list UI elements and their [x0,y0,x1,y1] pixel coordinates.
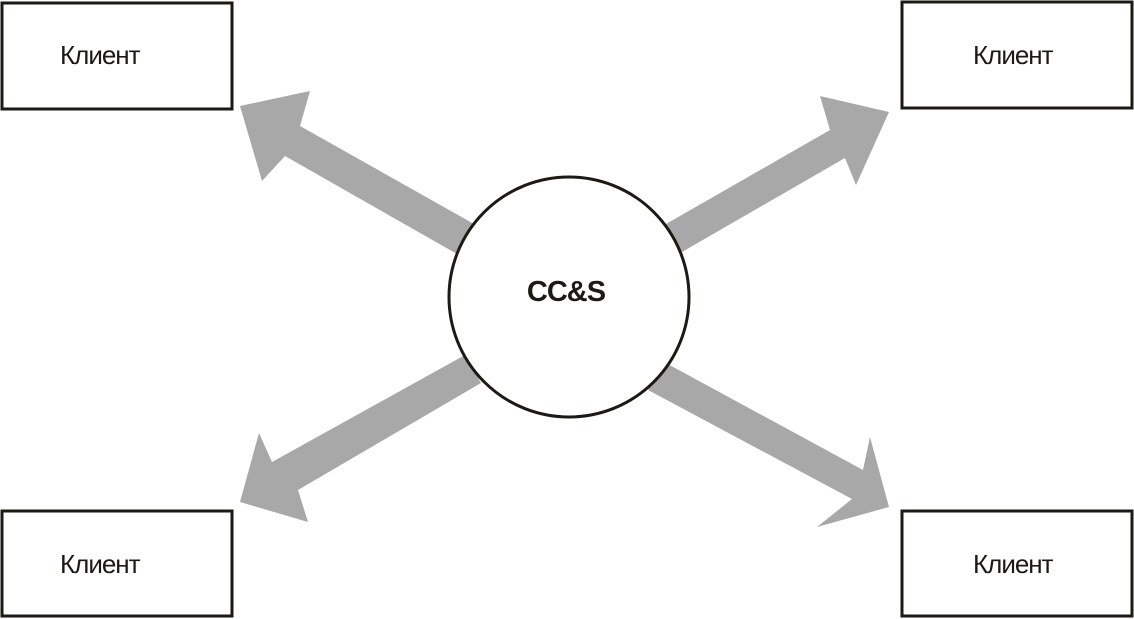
client-bottom-right: Клиент [900,509,1134,618]
client-box [900,0,1134,110]
client-label: Клиент [60,40,141,70]
client-label: Клиент [973,40,1054,70]
arrow-to-client-bottom-left [240,355,481,522]
client-top-right: Клиент [900,0,1134,110]
arrows [240,91,889,527]
hub-circle [447,175,691,419]
client-box [900,509,1134,618]
client-bottom-left: Клиент [0,509,234,618]
client-box [0,509,234,618]
hub: CC&S [447,175,691,419]
arrow-to-client-top-right [666,96,889,252]
client-label: Клиент [973,549,1054,579]
client-top-left: Клиент [0,1,234,111]
client-box [0,1,234,111]
hub-label: CC&S [527,276,606,308]
client-label: Клиент [60,549,141,579]
arrow-to-client-bottom-right [648,362,889,527]
arrow-to-client-top-left [240,91,474,254]
